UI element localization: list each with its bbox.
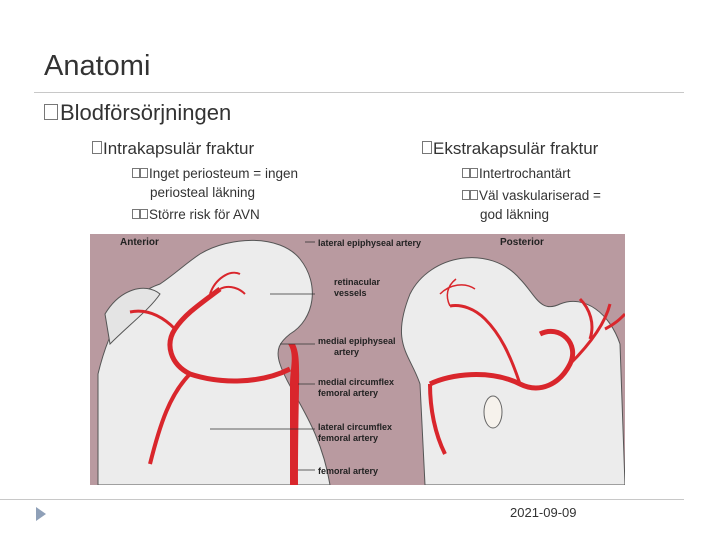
- label-lateral-circumflex-femoral-artery: femoral artery: [318, 433, 378, 443]
- lateral-circumflex-branch: [148, 372, 192, 465]
- femoral-artery-anterior: [288, 344, 300, 485]
- bullet-icon: [44, 104, 58, 121]
- hip-blood-supply-illustration: Anterior Posterior lateral epiphyseal ar…: [90, 234, 625, 485]
- left-item-1-line2: periosteal läkning: [150, 185, 256, 200]
- posterior-branches: [568, 297, 625, 366]
- label-femoral-artery: femoral artery: [318, 466, 378, 476]
- posterior-femur-bone: [401, 257, 625, 485]
- bullet-blood-supply: Blodförsörjningen: [44, 100, 231, 126]
- bullet-icon: [132, 209, 140, 220]
- slide-title: Anatomi: [44, 50, 151, 82]
- bullet-icon: [132, 168, 140, 179]
- bullet-icon: [462, 190, 470, 201]
- right-heading-text: Ekstrakapsulär fraktur: [433, 139, 599, 158]
- label-retinacular: retinacular: [334, 277, 381, 287]
- left-item-2: Större risk för AVN: [132, 205, 260, 224]
- label-lateral-epiphyseal-artery: lateral epiphyseal artery: [318, 238, 421, 248]
- panel-label-anterior: Anterior: [120, 237, 159, 248]
- bullet-icon: [470, 168, 478, 179]
- bullet-icon: [140, 209, 148, 220]
- panel-label-posterior: Posterior: [500, 237, 544, 248]
- label-lateral-circumflex: lateral circumflex: [318, 422, 392, 432]
- left-item-1-line1: Inget periosteum = ingen: [149, 166, 298, 181]
- right-item-1-line1: Intertrochantärt: [479, 166, 571, 181]
- bullet-icon: [140, 168, 148, 179]
- left-item-1: Inget periosteum = ingen periosteal läkn…: [132, 164, 298, 202]
- right-item-2: Väl vaskulariserad = god läkning: [462, 186, 601, 224]
- right-heading: Ekstrakapsulär fraktur: [422, 139, 598, 159]
- left-heading: Intrakapsulär fraktur: [92, 139, 254, 159]
- slide-date: 2021-09-09: [510, 505, 577, 520]
- left-item-2-line1: Större risk för AVN: [149, 207, 260, 222]
- bullet-icon: [462, 168, 470, 179]
- lateral-branch-artery: [129, 309, 177, 331]
- retinacular-artery-posterior: [449, 304, 522, 385]
- epiphyseal-branches-anterior: [209, 271, 246, 295]
- retinacular-vessels-posterior: [439, 278, 476, 307]
- circumflex-artery-posterior: [428, 328, 576, 391]
- slide-arrow-icon: [36, 507, 46, 521]
- lesser-trochanter: [483, 395, 503, 429]
- bullet-text: Blodförsörjningen: [60, 100, 232, 125]
- right-item-2-line1: Väl vaskulariserad =: [479, 188, 601, 203]
- bullet-icon: [92, 141, 102, 155]
- footer-divider: [0, 499, 684, 500]
- anterior-femur-bone: [97, 239, 331, 485]
- label-medial-circumflex-femoral-artery: femoral artery: [318, 388, 378, 398]
- posterior-descending-artery: [428, 383, 447, 455]
- label-artery: artery: [334, 347, 359, 357]
- label-medial-epiphyseal: medial epiphyseal: [318, 336, 396, 346]
- circumflex-artery-anterior: [167, 286, 292, 384]
- bullet-icon: [470, 190, 478, 201]
- bullet-icon: [422, 141, 432, 155]
- right-item-2-line2: god läkning: [480, 207, 550, 222]
- title-divider: [34, 92, 684, 93]
- right-item-1: Intertrochantärt: [462, 164, 571, 183]
- label-medial-circumflex: medial circumflex: [318, 377, 394, 387]
- label-vessels: vessels: [334, 288, 367, 298]
- left-heading-text: Intrakapsulär fraktur: [103, 139, 255, 158]
- anterior-greater-trochanter: [104, 287, 161, 346]
